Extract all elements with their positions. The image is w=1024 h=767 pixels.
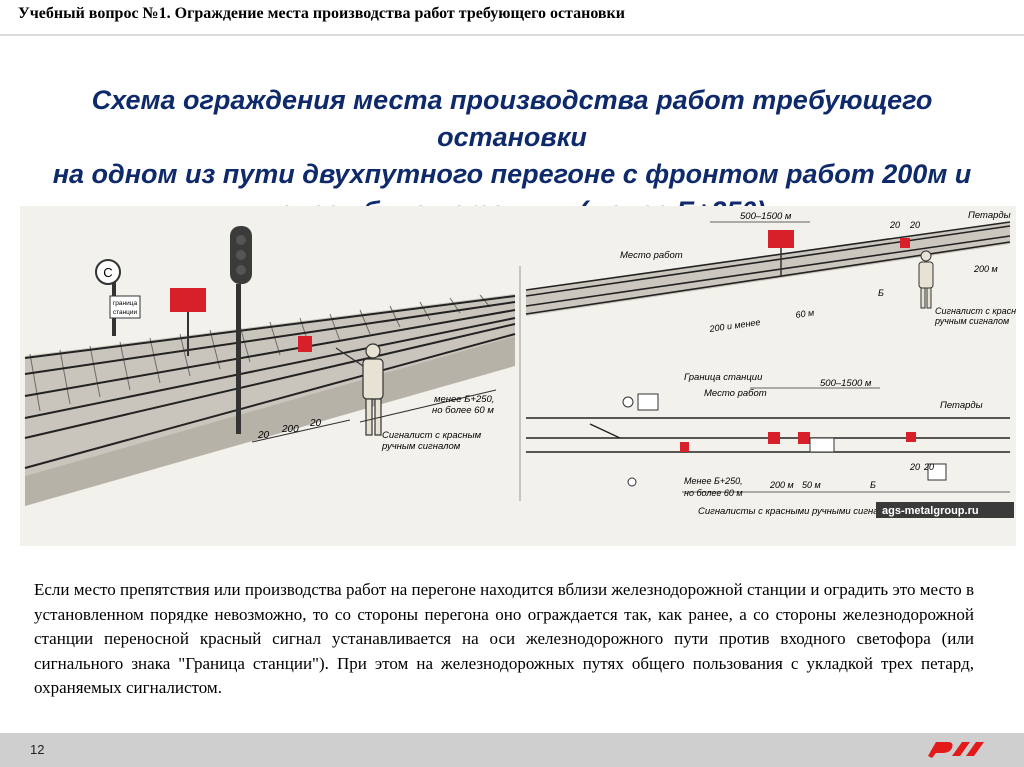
work-place-top-label: Место работ	[620, 250, 683, 261]
dist-note-1: менее Б+250,	[434, 394, 494, 405]
petardy-scheme: Петарды	[940, 400, 983, 411]
station-border-sign	[109, 295, 141, 319]
page-number: 12	[30, 742, 45, 757]
work-place-scheme: Место работ	[704, 388, 767, 399]
scheme-note-1: Менее Б+250,	[684, 476, 743, 486]
rzd-logo	[928, 742, 984, 758]
top-dist-b: Б	[878, 288, 884, 298]
scheme-200: 200 м	[769, 480, 794, 490]
watermark-text: ags-metalgroup.ru	[882, 505, 979, 517]
signalman-figure-right	[918, 250, 934, 309]
scheme-20b: 20	[923, 462, 934, 472]
scheme-b: Б	[870, 480, 876, 490]
scheme-50: 50 м	[802, 480, 821, 490]
dist-200-label: 200	[281, 424, 299, 435]
sign-c-letter: С	[103, 265, 112, 280]
petardy-top-label: Петарды	[968, 210, 1011, 221]
red-hand-flag	[298, 336, 312, 352]
top-signalman-1: Сигналист с красным	[935, 306, 1016, 316]
red-shield-top	[768, 230, 794, 248]
top-signalman-2: ручным сигналом	[934, 316, 1009, 326]
signalman-label-1: Сигналист с красным	[382, 430, 482, 441]
footer-bar	[0, 733, 1024, 767]
scheme-note-2: но более 60 м	[684, 488, 743, 498]
range-top-label: 500–1500 м	[740, 211, 792, 222]
top-dist-60: 60 м	[795, 307, 815, 320]
top-dist-200-less: 200 и менее	[708, 317, 761, 334]
left-perspective-panel: С граница станции	[24, 226, 516, 506]
dist-20-label: 20	[257, 430, 270, 441]
signalman-label-2: ручным сигналом	[381, 441, 461, 452]
top-dist-20a: 20	[889, 220, 900, 230]
top-dist-20b: 20	[909, 220, 920, 230]
range-scheme: 500–1500 м	[820, 378, 872, 389]
header-divider	[0, 34, 1024, 36]
right-plan-scheme: Граница станции Место работ 500–1500 м П…	[526, 372, 1014, 518]
station-border-label-2: станции	[113, 309, 138, 316]
dist-note-2: но более 60 м	[432, 405, 494, 416]
signalman-figure-left	[335, 343, 384, 436]
header-title: Учебный вопрос №1. Ограждение места прои…	[18, 5, 625, 22]
right-perspective-panel: 500–1500 м Петарды Место работ 20 20 200…	[525, 210, 1016, 334]
scheme-signalmen: Сигналисты с красными ручными сигналами	[698, 506, 902, 517]
red-shield-signal	[170, 288, 206, 312]
body-paragraph: Если место препятствия или производства …	[34, 580, 974, 697]
dist-20b-label: 20	[309, 418, 322, 429]
slide-title-line-2: на одном из пути двухпутного перегоне с …	[52, 159, 972, 189]
red-flag-top	[900, 238, 910, 248]
top-dist-200: 200 м	[973, 264, 998, 274]
sign-c-circle	[95, 259, 121, 285]
railway-fencing-diagram: С граница станции	[20, 206, 1016, 546]
station-border-label-1: граница	[113, 300, 138, 307]
scheme-20a: 20	[909, 462, 920, 472]
slide-title-line-1: Схема ограждения места производства рабо…	[91, 85, 933, 152]
station-border-scheme: Граница станции	[684, 372, 763, 383]
